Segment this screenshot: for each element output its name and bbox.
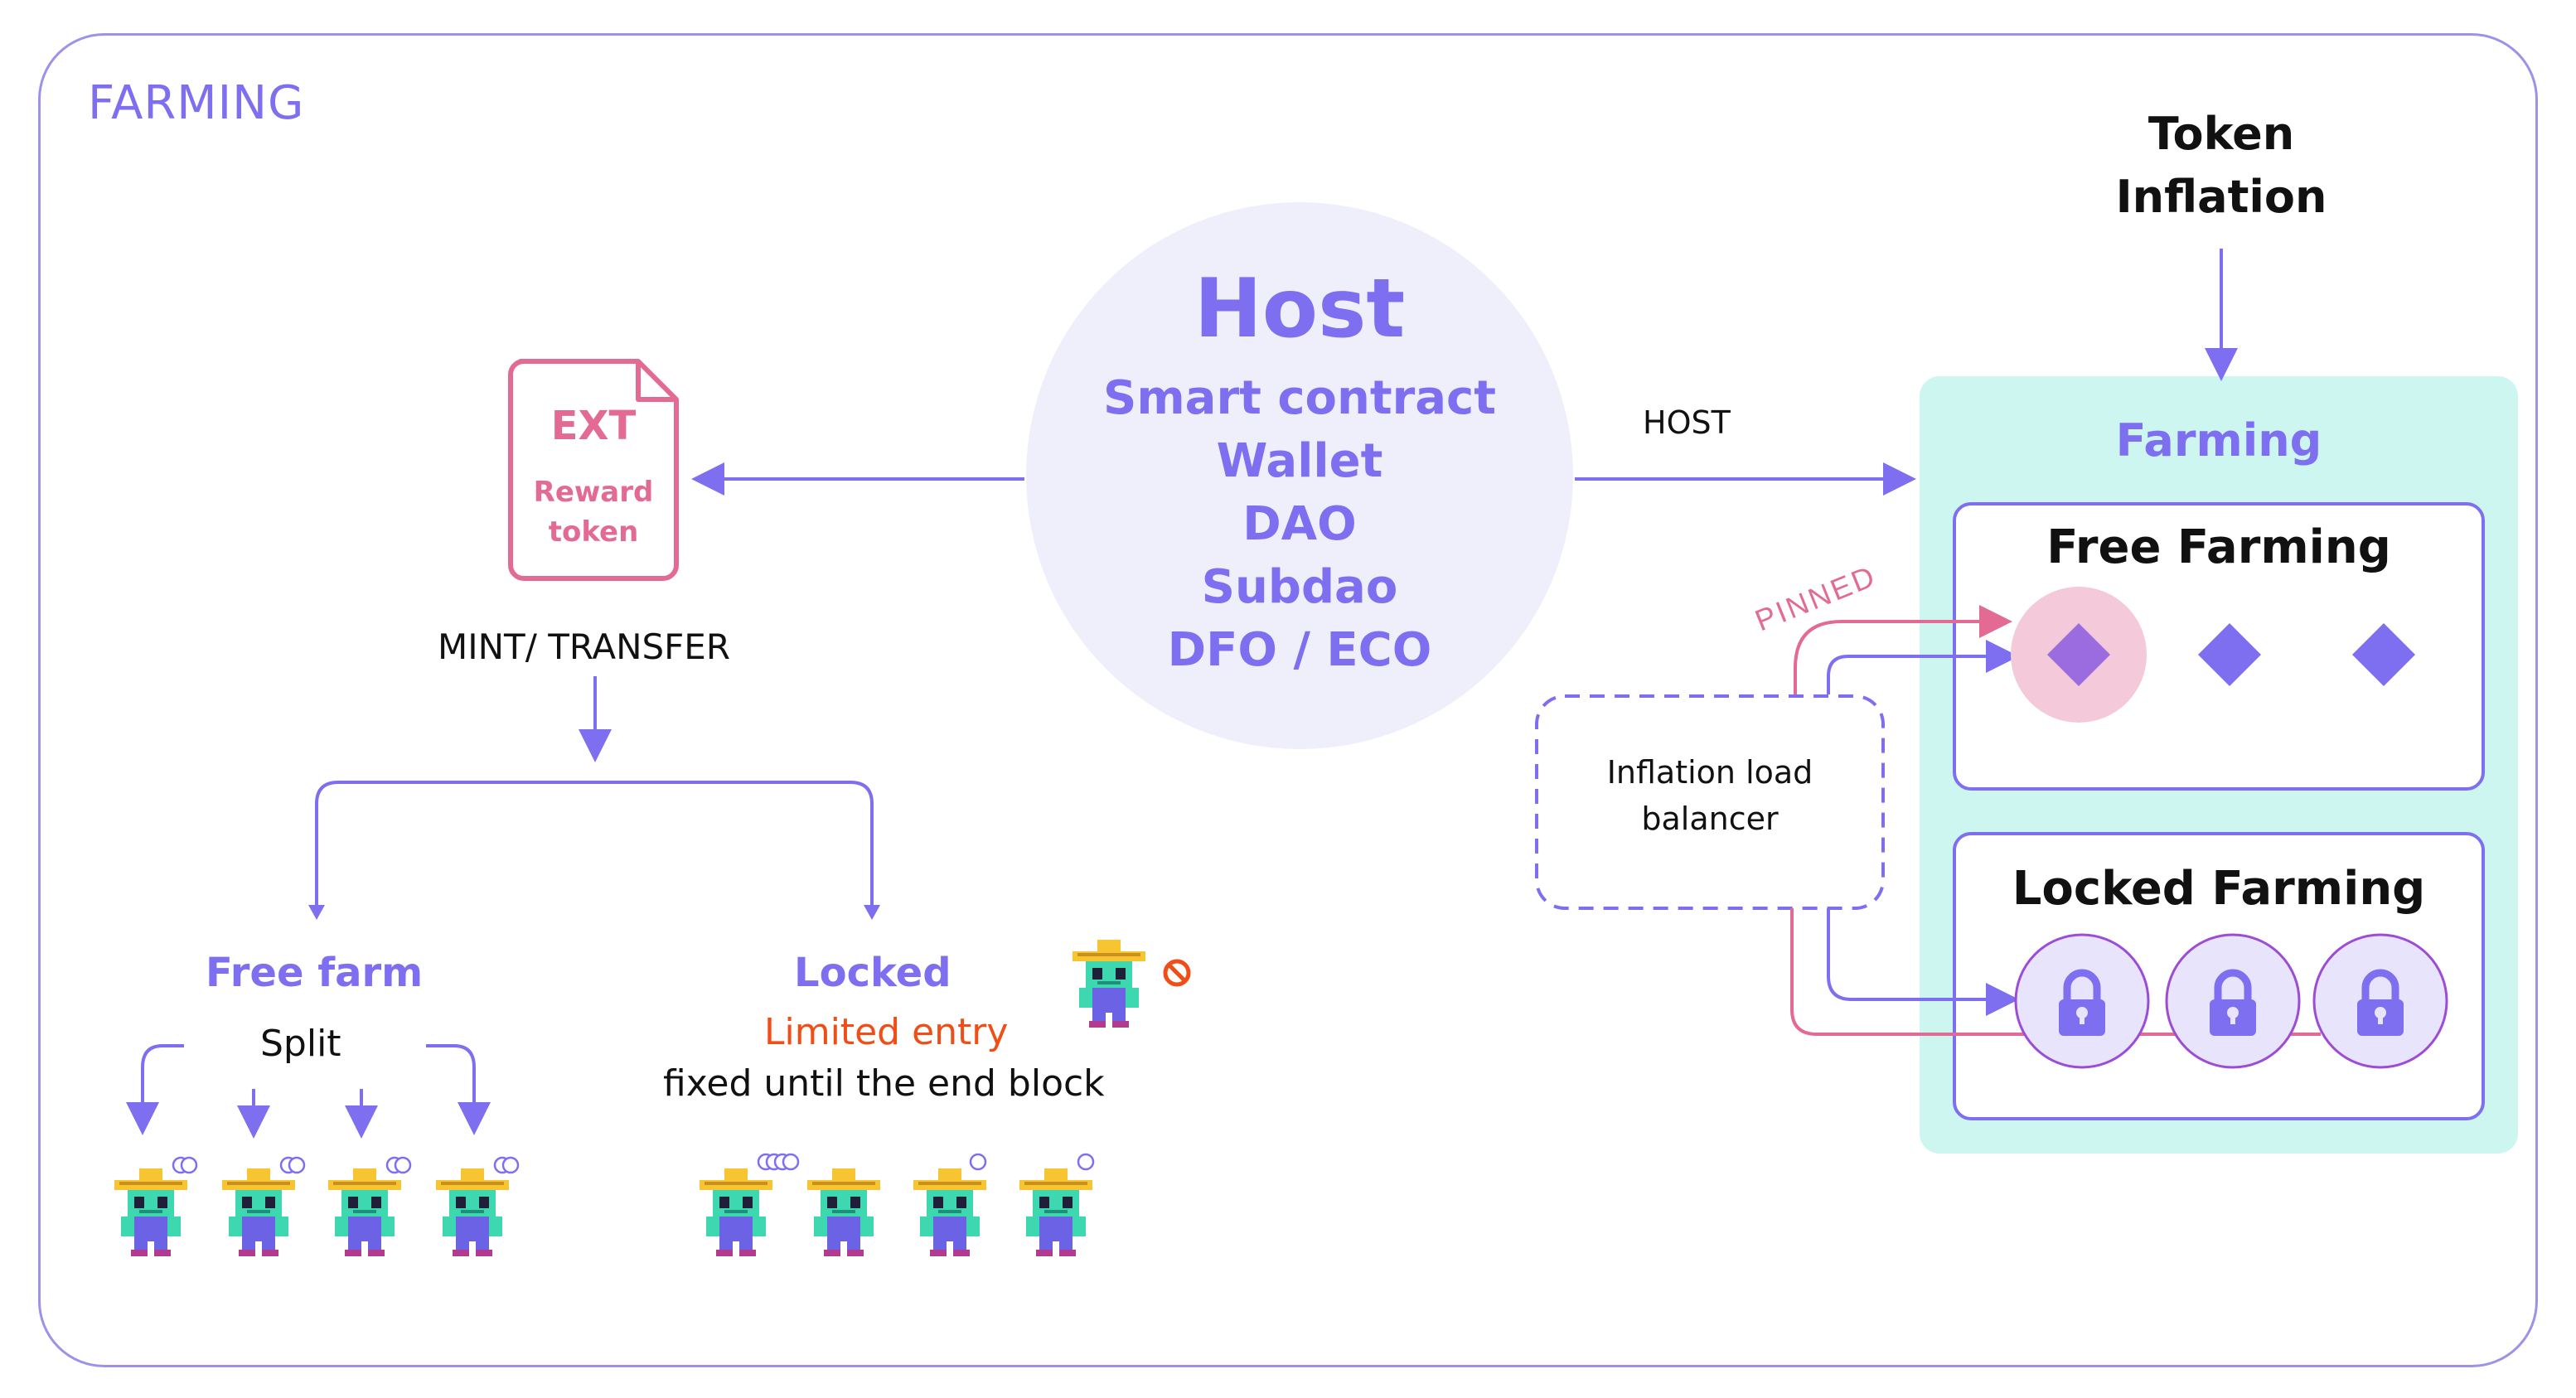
farmer-icon (1073, 940, 1145, 1028)
balancer-line2: balancer (1641, 801, 1779, 837)
diamond-icon (2047, 623, 2110, 686)
balancer-to-locked-connector (1827, 908, 2019, 1016)
pinned-lower-connector (1790, 908, 2321, 1036)
farmer-icon (913, 1168, 986, 1256)
free-farm-title: Free farm (206, 950, 424, 996)
ext-label: EXT (550, 403, 637, 449)
farmer-icon (700, 1168, 772, 1256)
split-arrow-right (426, 1044, 491, 1135)
host-item-dfo-eco: DFO / ECO (1167, 623, 1432, 677)
split-arrow-left (126, 1044, 184, 1135)
lock-icon (2312, 933, 2448, 1069)
free-farming-title: Free Farming (2046, 520, 2391, 574)
ext-token-label: token (548, 515, 639, 549)
inflation-load-balancer-box (1535, 694, 1885, 910)
balancer-line1: Inflation load (1606, 754, 1813, 791)
host-item-subdao: Subdao (1201, 560, 1398, 614)
locked-farming-title: Locked Farming (2012, 862, 2426, 916)
coin-icon (1077, 1153, 1095, 1171)
lock-icon (2014, 933, 2150, 1069)
farmer-icon (328, 1168, 401, 1256)
host-heading: Host (1194, 262, 1406, 356)
lock-icon (2165, 933, 2301, 1069)
farmer-icon (222, 1168, 295, 1256)
diamond-icon (2198, 623, 2261, 686)
farmer-icon (1019, 1168, 1092, 1256)
branch-connector (315, 781, 874, 915)
farming-panel-title: Farming (2115, 414, 2322, 467)
mint-transfer-label: MINT/ TRANSFER (438, 626, 731, 667)
farming-frame (38, 33, 2538, 1367)
host-item-dao: DAO (1242, 497, 1357, 551)
host-arrow-label: HOST (1643, 404, 1731, 441)
ext-reward-label: Reward (533, 476, 654, 509)
farmer-icon (114, 1168, 187, 1256)
farmer-icon (807, 1168, 880, 1256)
limited-entry-label: Limited entry (764, 1011, 1009, 1053)
token-inflation-line1: Token (2147, 108, 2295, 160)
token-inflation-line2: Inflation (2115, 171, 2327, 223)
fixed-end-block-label: fixed until the end block (663, 1062, 1105, 1105)
split-label: Split (260, 1023, 341, 1065)
balancer-to-free-connector (1827, 640, 2019, 694)
farmer-icon (436, 1168, 509, 1256)
host-circle (1026, 202, 1573, 749)
coin-icon (969, 1153, 987, 1171)
pinned-connector (1794, 605, 2012, 694)
diagram-title: FARMING (88, 76, 305, 130)
locked-title: Locked (794, 950, 951, 996)
host-item-wallet: Wallet (1216, 434, 1383, 488)
no-entry-icon (1163, 959, 1191, 987)
diamond-icon (2352, 623, 2415, 686)
host-item-smart-contract: Smart contract (1102, 371, 1497, 425)
document-icon (508, 359, 679, 581)
